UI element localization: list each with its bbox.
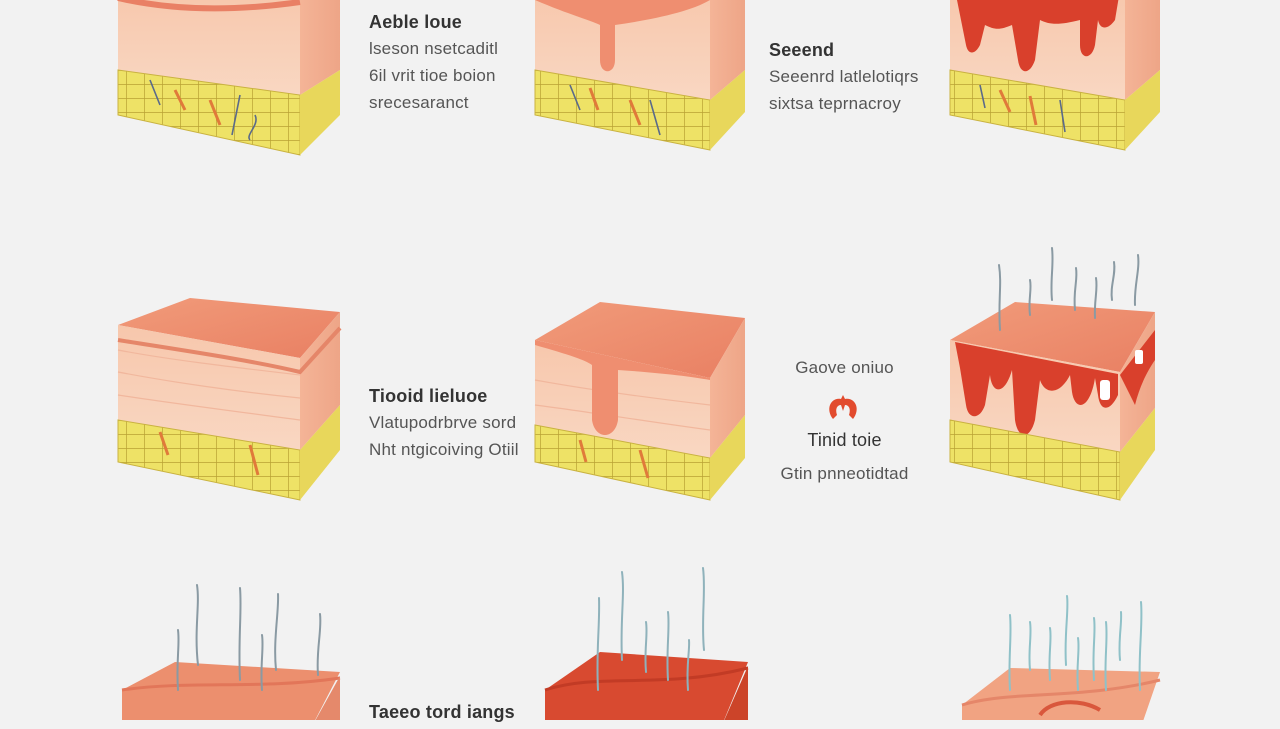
label-row1-col1-line2: 6il vrit tioe boion xyxy=(369,66,496,85)
label-row1-col1-line1: lseson nsetcaditl xyxy=(369,39,499,58)
label-row2-col2-line1: Gaove oniuo xyxy=(795,358,894,377)
skin-block-row3-col1 xyxy=(121,584,341,720)
label-row2-col2-line2: Tinid toie xyxy=(807,430,882,450)
label-row1-col2: Seeend Seeenrd latlelotiqrs sixtsa teprn… xyxy=(769,40,919,121)
skin-block-row2-col2 xyxy=(534,302,745,501)
label-row1-col2-line2: sixtsa teprnacroy xyxy=(769,94,901,113)
hair-icon xyxy=(998,247,1140,331)
label-row2-col2-line3: Gtin pnneotidtad xyxy=(780,464,909,483)
skin-block-row1-col1 xyxy=(117,0,340,156)
label-row1-col1: Aeble loue lseson nsetcaditl 6il vrit ti… xyxy=(369,12,498,120)
label-row2-col1-title: Tiooid lieluoe xyxy=(369,386,488,406)
label-row3-col1: Taeeo tord iangs xyxy=(369,702,515,729)
skin-block-row3-col3 xyxy=(961,595,1161,720)
label-row1-col1-title: Aeble loue xyxy=(369,12,463,32)
skin-block-row1-col2 xyxy=(534,0,745,151)
skin-block-row2-col1 xyxy=(117,298,342,501)
label-row1-col2-title: Seeend xyxy=(769,40,835,60)
label-row2-col2: Gaove oniuo Tinid toie Gtin pnneotidtad xyxy=(762,358,927,498)
label-row2-col1: Tiooid lieluoe Vlatupodrbrve sord Nht nt… xyxy=(369,386,519,467)
arrow-icon xyxy=(829,395,857,419)
label-row1-col1-line3: srecesaranct xyxy=(369,93,469,112)
skin-block-row2-col3 xyxy=(949,247,1155,501)
skin-block-row1-col3 xyxy=(949,0,1160,151)
label-row2-col1-line2: Nht ntgicoiving Otiil xyxy=(369,440,519,459)
label-row1-col2-line1: Seeenrd latlelotiqrs xyxy=(769,67,919,86)
label-row3-col1-title: Taeeo tord iangs xyxy=(369,702,515,722)
skin-block-row3-col2 xyxy=(544,567,749,720)
label-row2-col1-line1: Vlatupodrbrve sord xyxy=(369,413,517,432)
